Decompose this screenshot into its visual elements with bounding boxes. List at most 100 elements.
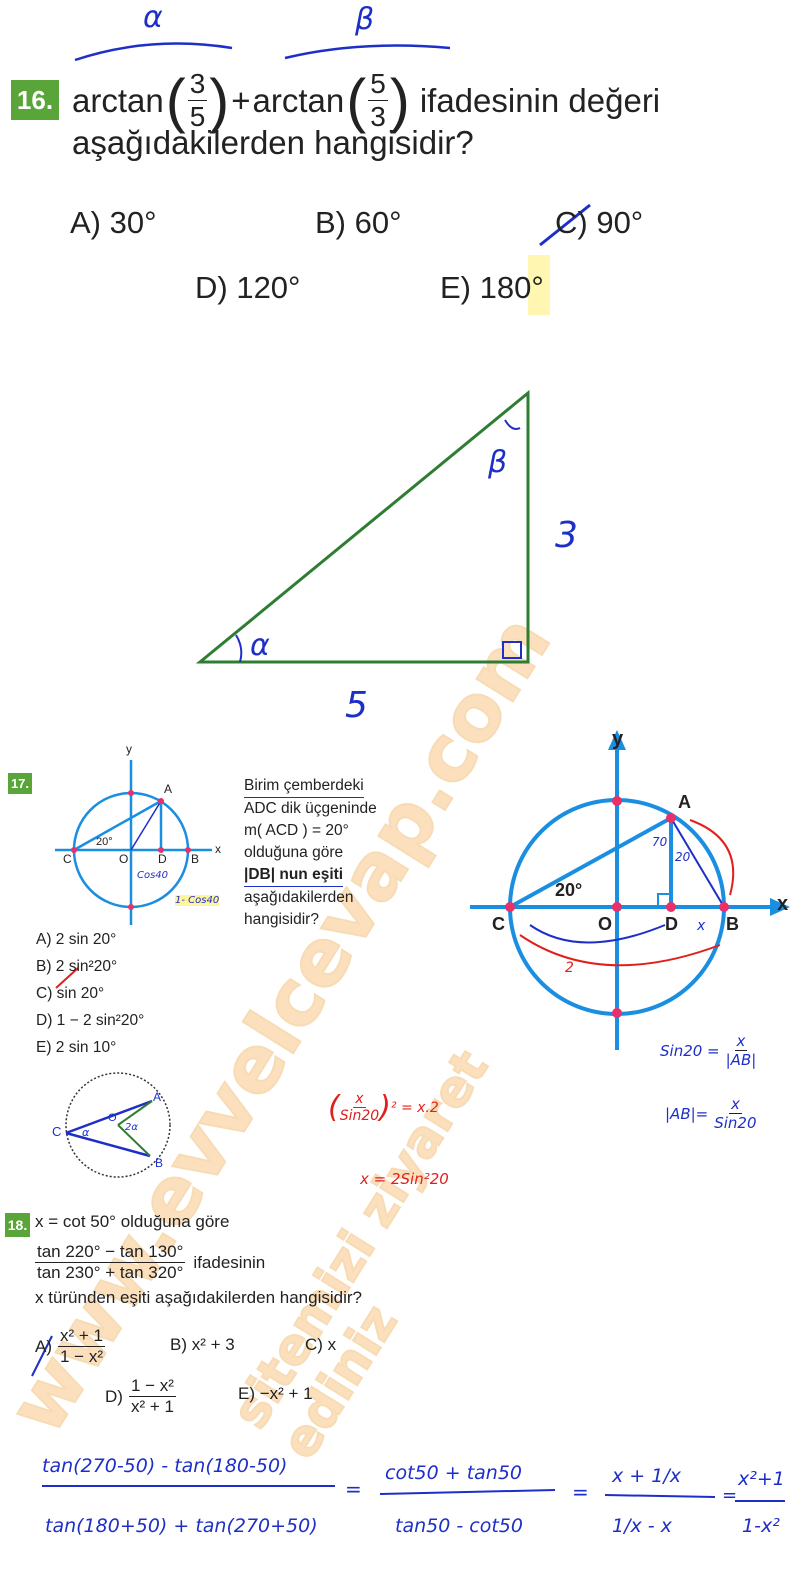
mini-lines (65, 1099, 153, 1158)
alpha-label: α (143, 0, 163, 35)
option-letter: D) (105, 1386, 123, 1406)
denominator: tan 230° + tan 320° (37, 1263, 184, 1282)
point-label: B (191, 852, 200, 866)
plus-sign: + (231, 81, 251, 119)
option-d[interactable]: D) 1 − 2 sin²20° (36, 1012, 145, 1029)
red-arrow (689, 819, 735, 896)
point-label: B (155, 1156, 164, 1170)
denominator: Sin20 (714, 1114, 757, 1132)
equals-sign: = (345, 1477, 362, 1501)
small-points (71, 790, 191, 910)
text-line: hangisidir? (244, 911, 319, 928)
beta-label: β (355, 2, 375, 37)
work-denominator: 1-x² (742, 1515, 780, 1537)
mini-circle (65, 1072, 171, 1178)
y-arrow (608, 730, 626, 750)
axis-label: y (126, 742, 132, 756)
big-points (505, 796, 729, 1018)
option-e[interactable]: E) −x² + 1 (238, 1384, 313, 1403)
point-label: A (164, 782, 173, 796)
arctan-label: arctan (252, 81, 345, 119)
side-label-3: 3 (555, 515, 578, 556)
point-label: B (726, 914, 739, 934)
mini-green (117, 1100, 153, 1157)
angle-arc (235, 634, 243, 663)
option-e[interactable]: E) 2 sin 10° (36, 1039, 117, 1056)
triangle-alpha: α (250, 628, 270, 663)
denominator: 3 (370, 101, 386, 132)
option-e[interactable]: E) 180° (440, 270, 544, 305)
point-label: O (108, 1112, 117, 1124)
option-a[interactable]: A) 2 sin 20° (36, 931, 117, 948)
axis-label: y (612, 728, 624, 750)
option-b[interactable]: B) x² + 3 (170, 1335, 235, 1354)
text-line: m( ACD ) = 20° (244, 822, 349, 839)
text-line: aşağıdakilerden (244, 889, 354, 906)
angle-label: 20° (555, 880, 583, 900)
numerator: x² + 1 (58, 1326, 105, 1347)
q17-text: Birim çemberdeki ADC dik üçgeninde m( AC… (244, 775, 377, 931)
strike-mark (55, 967, 79, 989)
denominator: x² + 1 (130, 1397, 174, 1416)
point-label: O (598, 914, 613, 934)
big-unit-circle (470, 745, 770, 1050)
equals-sign: = (572, 1480, 589, 1504)
point-label: D (158, 852, 167, 866)
handwritten-note: x (697, 918, 706, 934)
highlight (528, 255, 550, 315)
brace (529, 924, 666, 944)
question-text: aşağıdakilerden hangisidir? (72, 124, 474, 161)
fraction: x|AB| (726, 1032, 757, 1069)
question-text: ifadesinin (193, 1252, 266, 1272)
work-numerator: x²+1 (738, 1468, 785, 1490)
right-angle-mark (502, 641, 522, 659)
question-text: x = cot 50° olduğuna göre (35, 1212, 230, 1231)
point-label: C (52, 1124, 62, 1139)
option-c[interactable]: C) x (305, 1335, 337, 1354)
option-c[interactable]: C) sin 20° (36, 985, 105, 1002)
numerator: 1 − x² (128, 1376, 176, 1397)
text-line: ADC dik üçgeninde (244, 800, 377, 817)
question-text: x türünden eşiti aşağıdakilerden hangisi… (35, 1288, 362, 1307)
note-sin: Sin20 = x|AB| (660, 1032, 756, 1069)
beta-arc (284, 44, 451, 60)
question-number-badge: 17. (8, 773, 32, 794)
q17-options: A) 2 sin 20° B) 2 sin²20° C) sin 20° D) … (36, 926, 144, 1061)
point-label: C (63, 852, 72, 866)
option-c[interactable]: C) 90° (555, 205, 644, 240)
x-arrow (770, 898, 790, 916)
work-numerator: cot50 + tan50 (385, 1462, 523, 1484)
option-b[interactable]: B) 2 sin²20° (36, 958, 118, 975)
note-text: Sin20 = (660, 1041, 720, 1060)
numerator: tan 220° − tan 130° (35, 1242, 186, 1263)
question-number-badge: 18. (5, 1213, 30, 1237)
strike-mark (539, 203, 591, 247)
question-text: ifadesinin değeri (419, 81, 661, 119)
option-a[interactable]: A) 30° (70, 205, 157, 240)
text-line: Birim çemberdeki (244, 775, 364, 798)
question-number-badge: 16. (11, 80, 59, 120)
option-d[interactable]: D) 120° (195, 270, 301, 305)
point-label: D (665, 914, 678, 934)
note-text: |AB|= (665, 1104, 709, 1123)
numerator: x (353, 1091, 366, 1108)
point-label: O (119, 852, 129, 866)
option-b[interactable]: B) 60° (315, 205, 402, 240)
work-numerator: tan(270-50) - tan(180-50) (42, 1455, 288, 1477)
work-denominator: tan(180+50) + tan(270+50) (45, 1515, 318, 1537)
handwritten-note: 70 (652, 835, 668, 849)
axis-label: x (215, 842, 221, 856)
note-text: ² = x.2 (390, 1099, 439, 1116)
right-angle-mark (657, 893, 671, 907)
